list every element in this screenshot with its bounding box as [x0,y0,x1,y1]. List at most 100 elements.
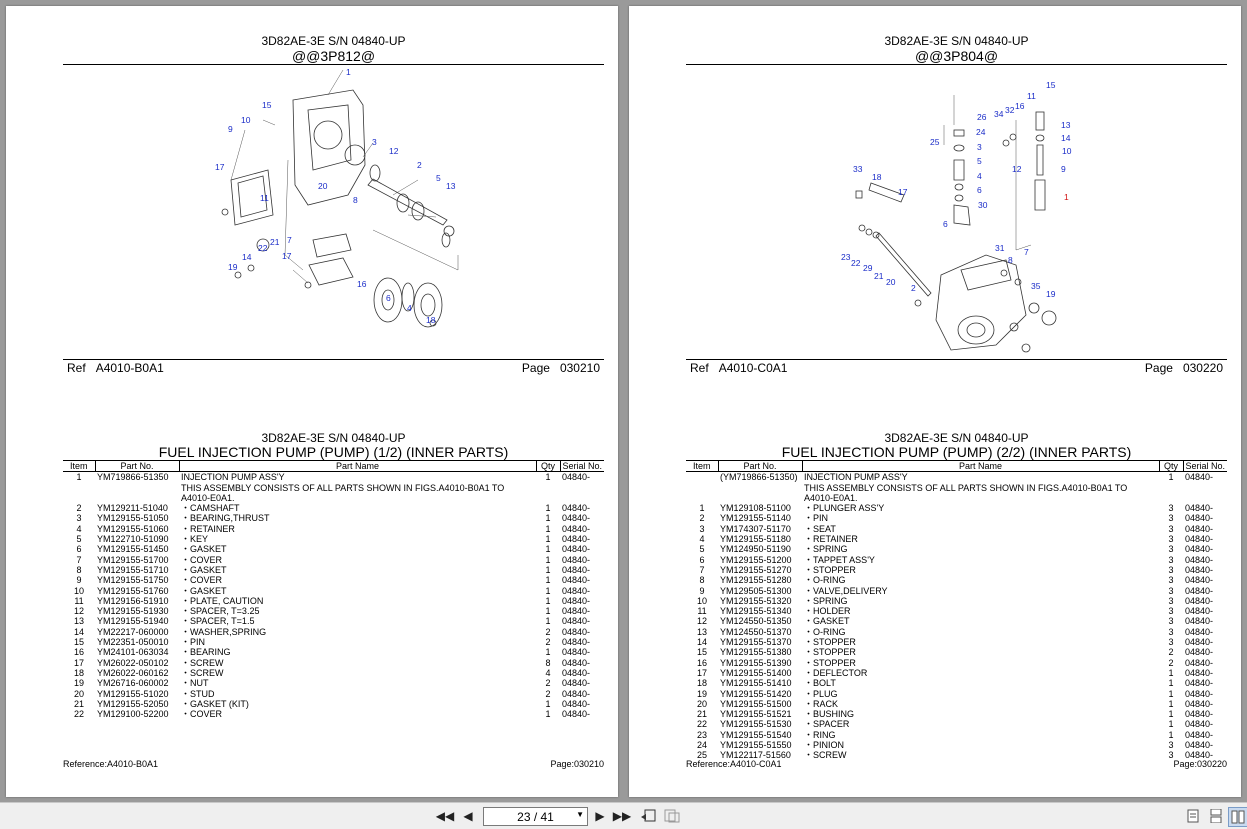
page-number-dropdown[interactable]: 23 / 41 ▼ [483,807,588,826]
table-cell: YM129155-51200 [720,554,792,565]
single-page-view-icon[interactable] [1184,807,1202,825]
first-page-icon[interactable]: ◀◀ [435,809,455,823]
parts-list-title: FUEL INJECTION PUMP (PUMP) (2/2) (INNER … [781,444,1132,460]
table-cell: 12 [73,606,84,617]
callout-17b: 17 [282,251,292,261]
table-cell: 2 [545,626,551,637]
last-page-icon[interactable]: ▶▶ [612,809,632,823]
callout-14: 14 [1061,133,1071,143]
table-cell: 22 [696,719,707,730]
callout-4: 4 [407,303,412,313]
callout-17: 17 [898,187,908,197]
table-cell: YM129155-51340 [720,606,792,617]
table-cell: YM124950-51190 [720,544,791,555]
table-cell: ・SPACER [804,719,850,730]
table-cell: YM129155-52050 [97,698,169,709]
table-cell: 3 [699,523,705,534]
table-cell: ・VALVE,DELIVERY [804,585,888,596]
model-header: 3D82AE-3E S/N 04840-UP [884,431,1029,445]
table-cell: 04840- [562,678,591,689]
table-cell: 6 [76,544,82,555]
table-cell: 3 [1168,750,1174,761]
table-cell: 1 [76,472,82,483]
continuous-view-icon[interactable] [1207,807,1225,825]
callout-29: 29 [863,263,873,273]
table-cell [560,483,604,504]
table-cell: ・STUD [181,688,215,699]
callout-18: 18 [426,315,436,325]
table-cell: 04840- [1185,616,1214,627]
callout-2: 2 [911,283,916,293]
table-cell: ・PIN [181,637,206,648]
table-cell: ・PIN [804,513,829,524]
next-page-icon[interactable]: ▶ [595,809,605,823]
table-cell: 6 [699,554,705,565]
table-cell: (YM719866-51350) [720,472,798,483]
table-cell: 04840- [1185,688,1214,699]
table-cell: 1 [1168,719,1174,730]
table-cell: 9 [699,585,705,596]
page-label: Page [1144,361,1173,375]
table-cell: 04840- [1185,564,1214,575]
table-cell: 1 [1168,709,1174,720]
parts-list-sheet: 3D82AE-3E S/N 04840-UP FUEL INJECTION PU… [686,430,1227,770]
callout-20: 20 [886,277,896,287]
table-cell: 19 [696,688,707,699]
column-header: Part No. [95,459,180,473]
table-cell: 04840- [562,698,591,709]
table-cell: 3 [1168,534,1174,545]
table-cell: ・SCREW [804,750,847,761]
table-cell: YM129156-51910 [97,595,169,606]
callout-20: 20 [318,181,328,191]
table-cell: ・BEARING,THRUST [181,513,270,524]
table-cell: 1 [545,709,551,720]
table-cell: YM129155-51410 [720,678,792,689]
diagram-callouts: 1 2 3 4 5 6 6 7 8 9 10 11 12 13 14 15 16… [841,80,1072,299]
two-page-view-icon[interactable] [1228,807,1247,827]
table-cell: YM129155-51050 [97,513,169,524]
callout-33: 33 [853,164,863,174]
go-back-icon[interactable] [639,807,657,825]
callout-21: 21 [270,237,280,247]
table-cell: 14 [696,637,707,648]
table-cell: 04840- [1185,585,1214,596]
table-cell: 04840- [562,667,591,678]
callout-19: 19 [228,262,238,272]
table-cell: 04840- [1185,606,1214,617]
go-forward-icon[interactable] [663,807,681,825]
table-cell: 1 [545,554,551,565]
table-cell: YM129108-51100 [720,503,791,514]
table-cell: ・WASHER,SPRING [181,626,267,637]
table-cell: ・SPRING [804,544,848,555]
table-cell: 2 [76,503,82,514]
ref-label: Ref [690,361,709,375]
table-cell: ・BUSHING [804,709,855,720]
table-cell: ・STOPPER [804,657,856,668]
table-cell: YM129155-51550 [720,740,792,751]
table-cell: 17 [73,657,84,668]
table-cell: ・RETAINER [804,534,858,545]
page-indicator: 23 / 41 [517,809,554,824]
table-cell [1183,483,1227,504]
table-cell: YM22351-050010 [97,637,169,648]
table-cell: 1 [545,564,551,575]
table-cell: 2 [545,637,551,648]
prev-page-icon[interactable]: ◀ [463,809,473,823]
table-cell: 1 [545,534,551,545]
table-cell: 1 [545,523,551,534]
callout-1: 1 [346,67,351,77]
table-cell: 04840- [562,616,591,627]
table-cell: 04840- [1185,667,1214,678]
table-cell: ・COVER [181,575,223,586]
